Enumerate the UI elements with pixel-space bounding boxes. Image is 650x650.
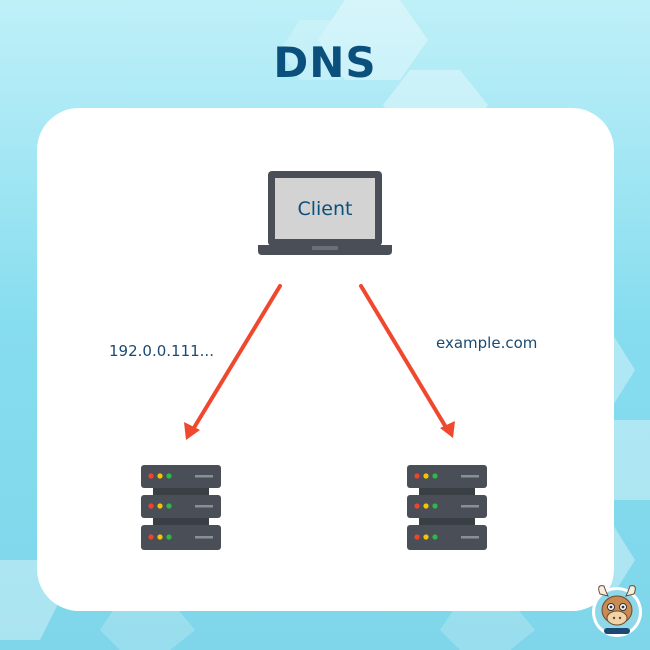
server-icon <box>141 465 221 550</box>
arrow-head-right <box>440 421 455 438</box>
page-title: DNS <box>273 38 377 87</box>
left-edge-label: 192.0.0.111... <box>109 342 214 360</box>
server-icon <box>407 465 487 550</box>
client-label: Client <box>297 198 353 220</box>
laptop-icon <box>258 171 392 255</box>
arrow-head-left <box>184 422 200 440</box>
arrow-to-right-server <box>359 284 449 431</box>
arrow-to-left-server <box>190 284 282 433</box>
right-edge-label: example.com <box>436 334 538 352</box>
mascot-logo <box>592 585 642 637</box>
